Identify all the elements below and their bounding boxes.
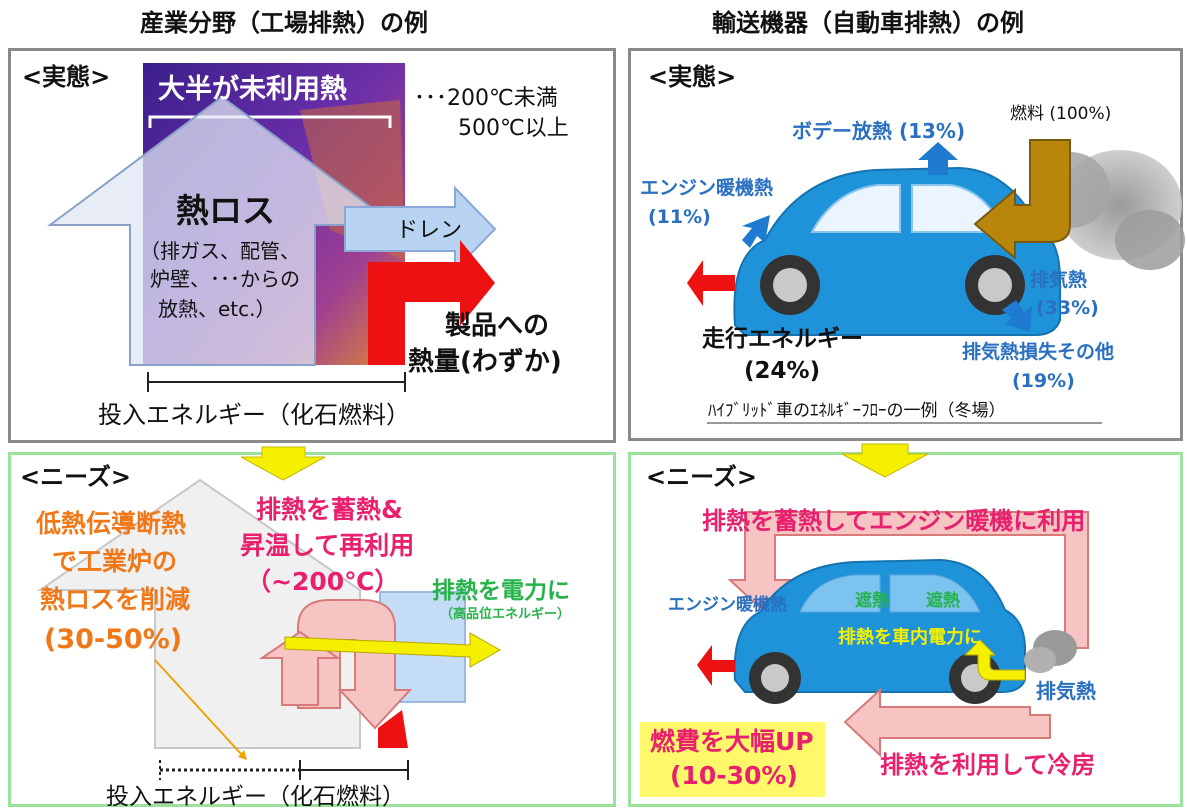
storage-1: 排熱を蓄熱& <box>256 495 403 524</box>
driving-label-1: 走行エネルギー <box>702 326 863 352</box>
car-caption: ﾊｲﾌﾞﾘｯﾄﾞ車のｴﾈﾙｷﾞｰﾌﾛｰの一例（冬場） <box>708 401 1006 421</box>
left-title: 産業分野（工場排熱）の例 <box>140 9 428 37</box>
reduced-red-arrow <box>378 710 408 748</box>
exhaust-label-2: (33%) <box>1036 297 1099 319</box>
industry-actual-panel <box>8 48 616 443</box>
power-sub-label: （高品位エネルギー） <box>440 607 571 622</box>
fuel-up-highlight <box>640 722 825 797</box>
fuel-arrow <box>973 139 1071 261</box>
right-title: 輸送機器（自動車排熱）の例 <box>712 9 1024 37</box>
temp-label-2: 500℃以上 <box>458 116 569 141</box>
insulation-1: 低熱伝導断熱 <box>36 509 187 538</box>
onboard-power-arrow <box>963 639 1026 681</box>
drain-label: ドレン <box>396 218 463 243</box>
industry-needs-section: <ニーズ> <box>20 463 132 491</box>
storage-2: 昇温して再利用 <box>240 531 415 560</box>
insulation-4: (30-50%) <box>44 624 183 655</box>
product-heat-arrow <box>368 240 495 365</box>
industry-input-label: 投入エネルギー（化石燃料） <box>98 401 410 429</box>
heat-loss-arrow <box>46 95 399 366</box>
onboard-power-label: 排熱を車内電力に <box>838 627 982 648</box>
right-down-arrow <box>841 443 929 478</box>
power-label: 排熱を電力に <box>432 578 570 604</box>
exhaust-label-1: 排気熱 <box>1030 269 1088 291</box>
heat-loss-label: 熱ロス <box>176 191 275 230</box>
body-heat-arrow <box>918 142 958 175</box>
car-actual-section: <実態> <box>648 63 737 91</box>
insulation-3: 熱ロスを削減 <box>40 585 191 614</box>
loss-detail-3: 放熱、etc.） <box>158 297 276 321</box>
driving-arrow-needs <box>697 645 735 686</box>
storage-3: （~200℃） <box>246 567 400 596</box>
power-arrow <box>284 632 502 668</box>
cooling-arrow <box>843 687 1051 758</box>
fuel-label: 燃料 (100%) <box>1010 104 1112 124</box>
insulation-2: で工業炉の <box>52 547 178 576</box>
engine-warm-label-2: (11%) <box>648 206 711 228</box>
needs-engine-warm-label: エンジン暖機熱 <box>668 595 787 615</box>
reduced-heat-loss-arrow <box>36 478 361 749</box>
exhaust-loss-label-2: (19%) <box>1012 370 1075 392</box>
body-heat-label: ボデー放熱 (13%) <box>792 119 966 143</box>
insulation-pointer <box>154 659 243 756</box>
drain-arrow <box>344 185 497 273</box>
industry-needs-input-label: 投入エネルギー（化石燃料） <box>106 784 405 810</box>
unused-heat-label: 大半が未利用熱 <box>158 74 347 105</box>
shield-label-1: 遮熱 <box>855 591 889 611</box>
fuel-up-label-1: 燃費を大幅UP <box>650 727 814 756</box>
unused-heat-bracket <box>148 115 392 128</box>
storage-loop-arrow <box>297 599 413 730</box>
exhaust-down-arrow <box>1002 300 1032 332</box>
store-warm-loop <box>727 511 1089 649</box>
product-heat-label-1: 製品への <box>445 311 550 341</box>
temp-label-1: ･･･200℃未満 <box>414 86 558 111</box>
car-needs-section: <ニーズ> <box>646 463 758 491</box>
engine-warm-label-1: エンジン暖機熱 <box>640 177 774 199</box>
product-heat-label-2: 熱量(わずか) <box>408 347 562 377</box>
industry-actual-section: <実態> <box>22 63 111 91</box>
left-down-arrow <box>240 446 326 481</box>
loss-detail-1: （排ガス、配管、 <box>140 239 300 263</box>
needs-exhaust-label: 排気熱 <box>1036 679 1096 703</box>
cooling-label: 排熱を利用して冷房 <box>880 751 1096 779</box>
shield-label-2: 遮熱 <box>926 591 960 611</box>
exhaust-loss-label-1: 排気熱損失その他 <box>962 341 1115 363</box>
driving-label-2: (24%) <box>744 358 821 384</box>
store-warm-label: 排熱を蓄熱してエンジン暖機に利用 <box>702 507 1086 535</box>
loss-detail-2: 炉壁、･･･からの <box>150 267 300 291</box>
engine-warm-arrow <box>742 215 770 248</box>
driving-arrow <box>687 260 735 306</box>
fuel-up-label-2: (10-30%) <box>670 761 798 790</box>
industry-needs-panel <box>8 452 616 807</box>
